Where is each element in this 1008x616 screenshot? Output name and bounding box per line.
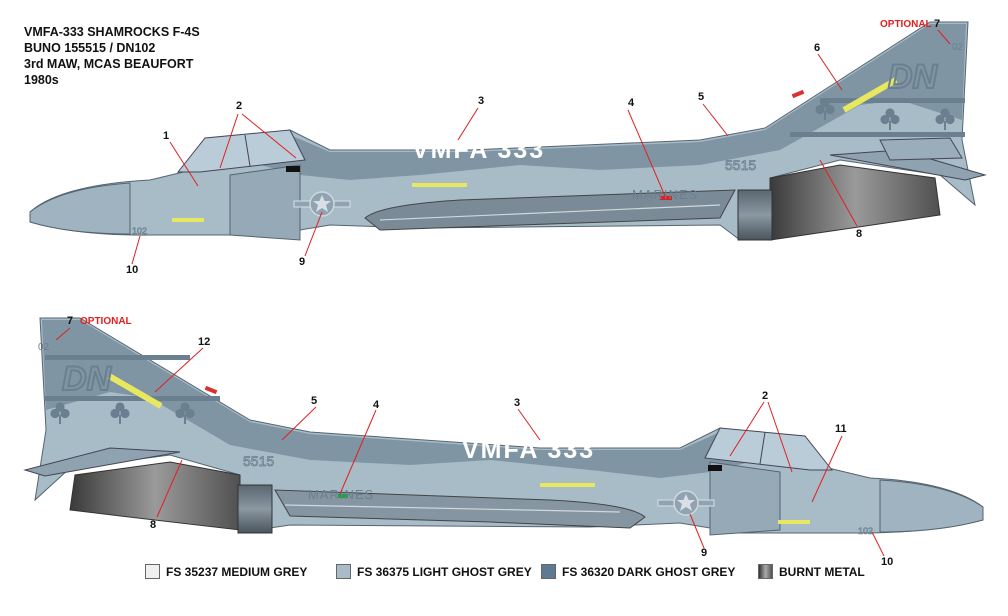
legend-swatch-medium-grey [145, 564, 160, 579]
legend-swatch-light-ghost-grey [336, 564, 351, 579]
bottom-canopy [704, 427, 834, 471]
title-line-2: BUNO 155515 / DN102 [24, 41, 156, 55]
bottom-stabilator [23, 447, 181, 477]
top-callout-1: 1 [163, 130, 169, 142]
legend-item-dark-ghost-grey: FS 36320 DARK GHOST GREY [541, 564, 735, 579]
bottom-callout-11: 11 [835, 423, 847, 435]
legend-item-light-ghost-grey: FS 36375 LIGHT GHOST GREY [336, 564, 532, 579]
bottom-intake [709, 461, 781, 536]
title-line-1: VMFA-333 SHAMROCKS F-4S [24, 25, 200, 39]
legend-swatch-burnt-metal [758, 564, 773, 579]
legend-label: FS 36375 LIGHT GHOST GREY [357, 564, 532, 579]
top-wing [364, 189, 736, 231]
bottom-dark-camo [42, 320, 775, 478]
top-buno: 5515 [725, 157, 756, 173]
top-nose-number: 102 [132, 226, 147, 236]
top-canopy [176, 129, 306, 173]
bottom-callout-12: 12 [198, 336, 210, 348]
top-callout-8: 8 [856, 228, 862, 240]
bottom-tail-code: DN [62, 360, 113, 398]
top-intake [229, 164, 301, 241]
top-radome [29, 182, 131, 235]
top-marines: MARINES [632, 187, 698, 202]
bottom-callout-5: 5 [311, 395, 317, 407]
bottom-callout-2: 2 [762, 390, 768, 402]
legend-label: BURNT METAL [779, 564, 865, 579]
bottom-callout-7: 7 [67, 315, 73, 327]
top-roundel [293, 191, 351, 217]
bottom-buno: 5515 [243, 453, 274, 469]
legend-swatch-dark-ghost-grey [541, 564, 556, 579]
legend-item-medium-grey: FS 35237 MEDIUM GREY [145, 564, 307, 579]
bottom-optional-label: OPTIONAL [80, 316, 132, 327]
bottom-callout-4: 4 [373, 399, 380, 411]
legend-label: FS 35237 MEDIUM GREY [166, 564, 308, 579]
title-block: VMFA-333 SHAMROCKS F-4S BUNO 155515 / DN… [24, 24, 200, 88]
top-optional-label: OPTIONAL [880, 19, 932, 30]
top-callout-6: 6 [814, 42, 820, 54]
color-legend: FS 35237 MEDIUM GREY FS 36375 LIGHT GHOS… [0, 560, 1008, 586]
top-stabilator [829, 149, 987, 181]
bottom-callout-3: 3 [514, 397, 520, 409]
legend-label: FS 36320 DARK GHOST GREY [562, 564, 736, 579]
bottom-radome [879, 479, 984, 533]
title-line-4: 1980s [24, 73, 59, 87]
bottom-callout-9: 9 [701, 547, 707, 559]
bottom-unit-text: VMFA 333 [462, 436, 595, 464]
bottom-tail-number: 02 [38, 342, 50, 353]
bottom-roundel [657, 490, 715, 516]
top-callout-4: 4 [628, 97, 635, 109]
legend-item-burnt-metal: BURNT METAL [758, 564, 865, 579]
bottom-profile: VMFA 333 DN 02 5515 MARINES 102 7 12 5 4… [23, 315, 984, 568]
top-profile: VMFA 333 DN 02 5515 MARINES 102 1 2 3 4 … [29, 18, 987, 276]
top-exhaust [769, 164, 941, 241]
bottom-callout-10: 10 [881, 556, 893, 568]
top-callout-9: 9 [299, 256, 305, 268]
top-callout-3: 3 [478, 95, 484, 107]
top-tail-code: DN [888, 58, 939, 96]
top-callout-5: 5 [698, 91, 704, 103]
top-callout-2: 2 [236, 100, 242, 112]
title-line-3: 3rd MAW, MCAS BEAUFORT [24, 57, 194, 71]
top-callout-10: 10 [126, 264, 138, 276]
bottom-marines: MARINES [308, 487, 374, 502]
top-unit-text: VMFA 333 [412, 136, 545, 164]
top-tail-number: 02 [952, 42, 964, 53]
bottom-callout-8: 8 [150, 519, 156, 531]
top-callout-7: 7 [934, 18, 940, 30]
bottom-nose-number: 102 [858, 526, 873, 536]
top-dark-camo [235, 24, 966, 180]
